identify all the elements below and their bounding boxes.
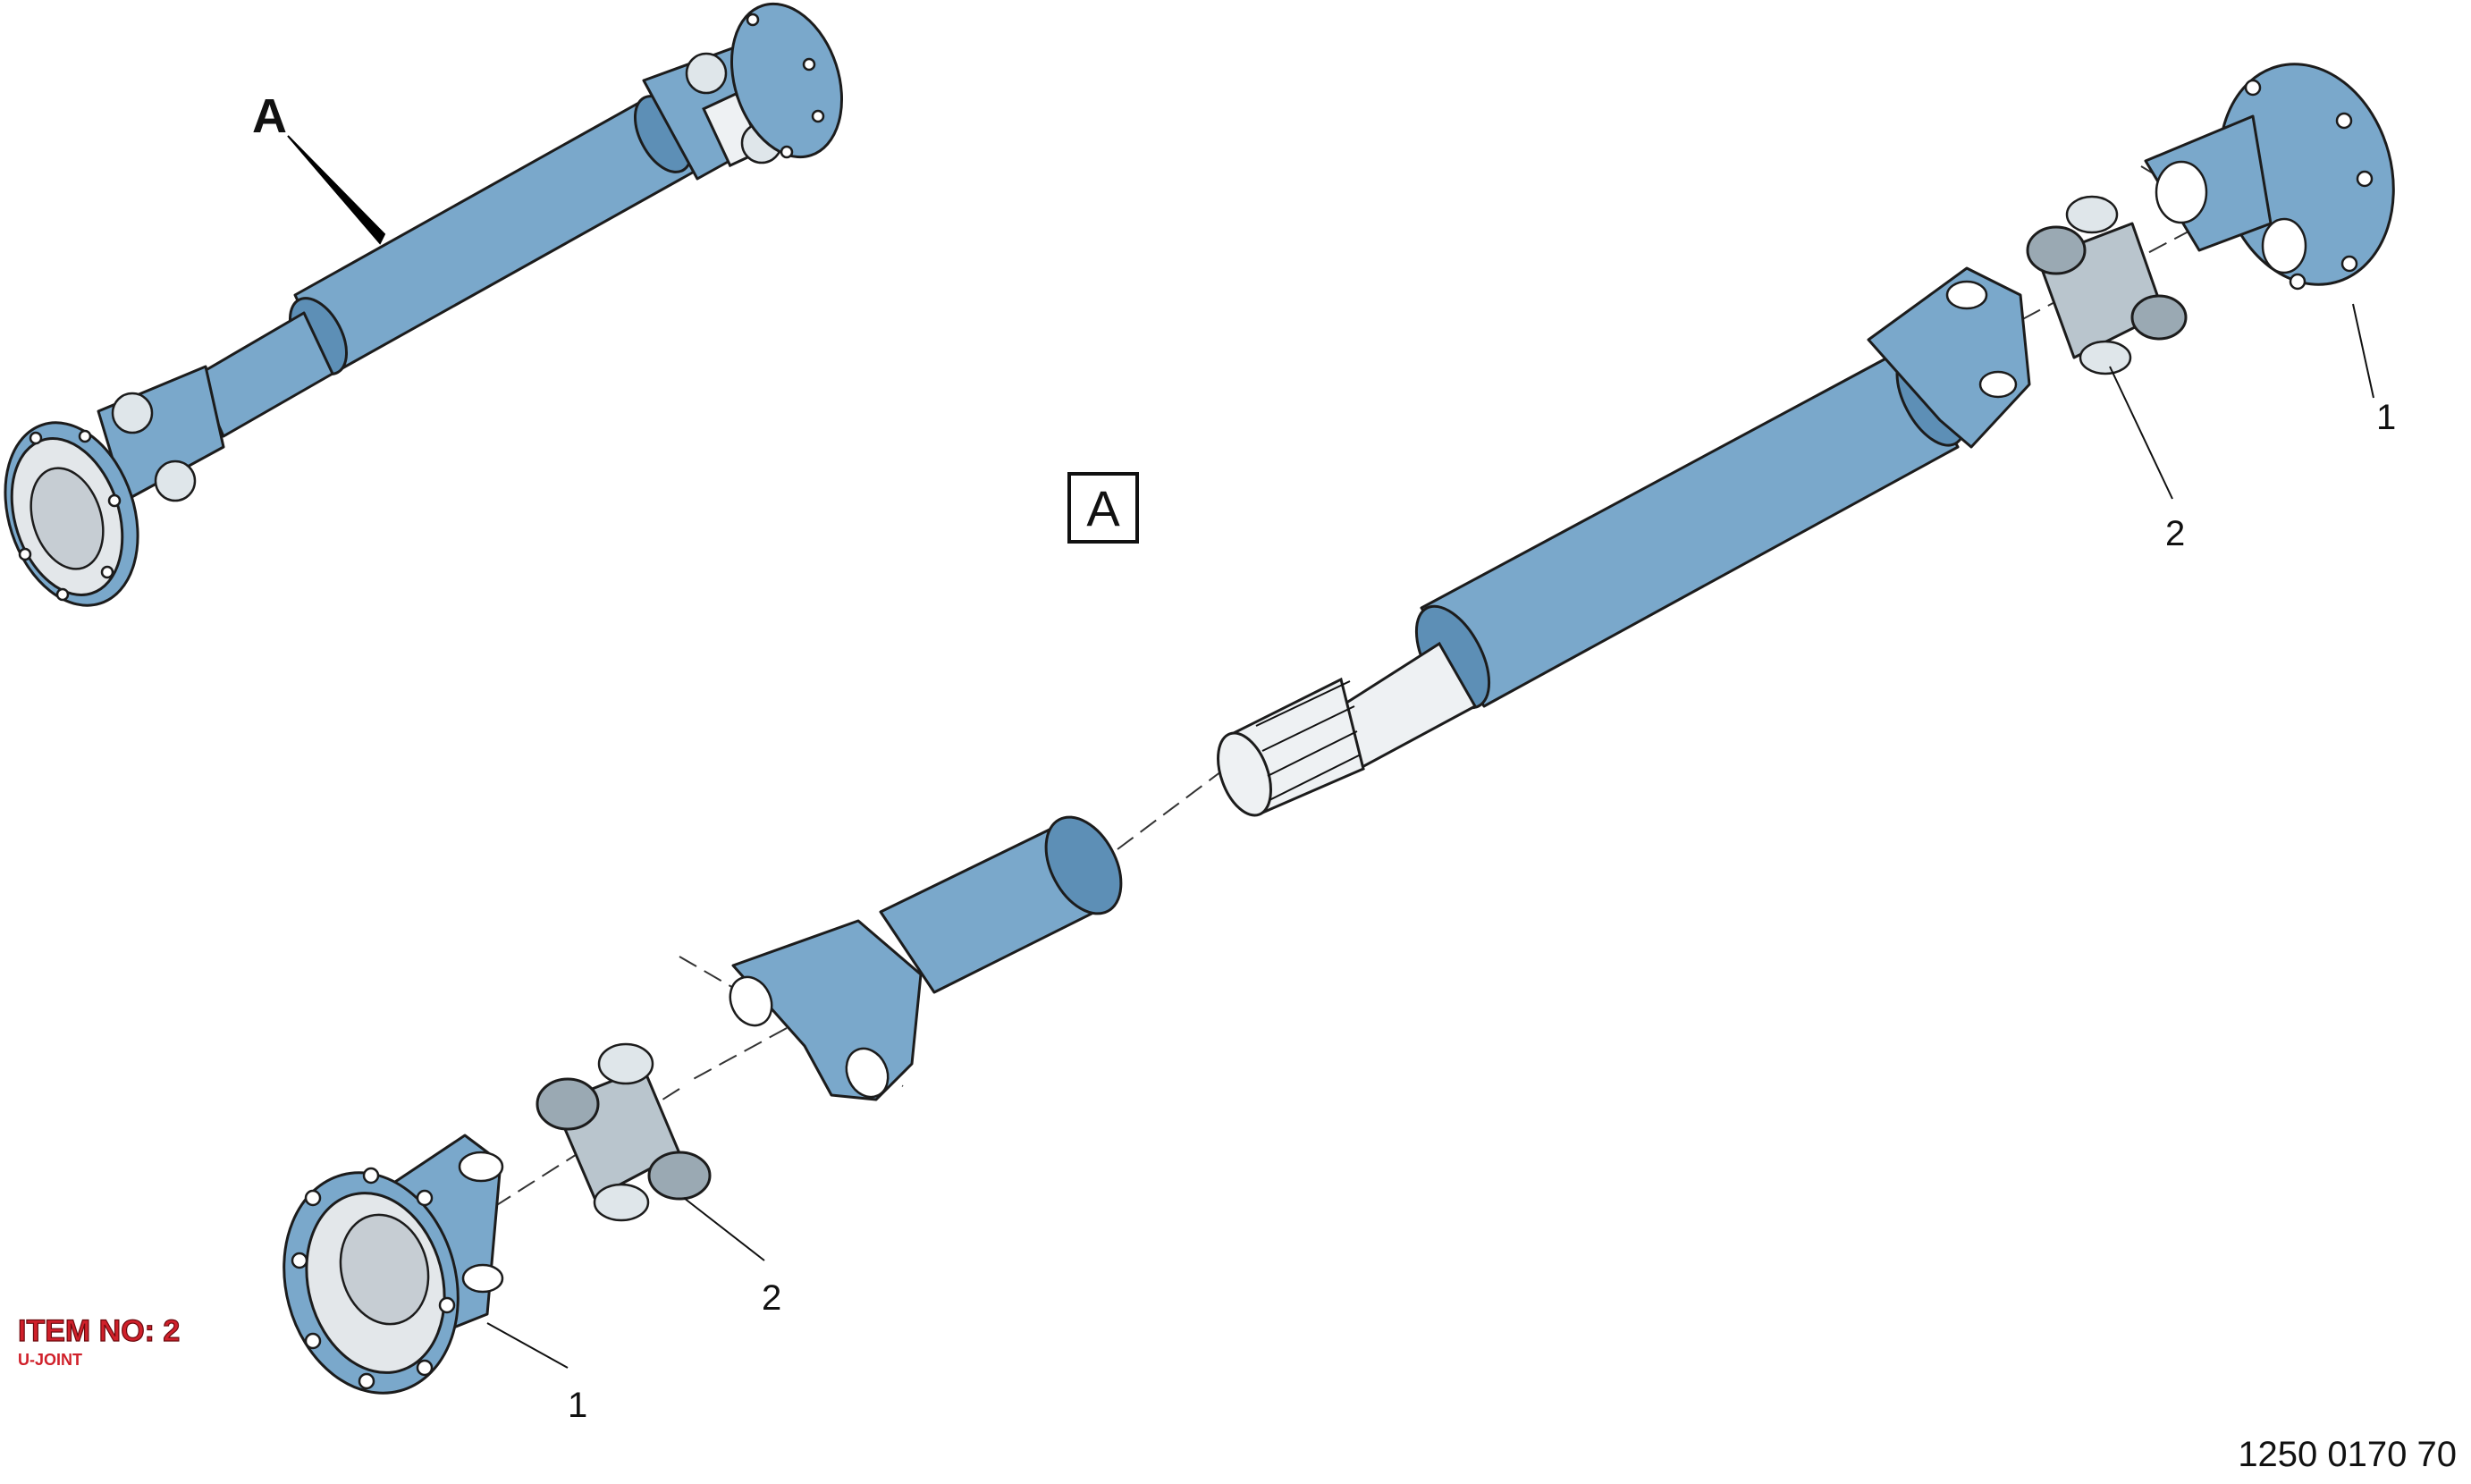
item-number-label: ITEM NO: 2	[18, 1314, 180, 1348]
main-tube	[1339, 266, 2031, 772]
view-arrow-pointer	[287, 135, 386, 245]
view-box-letter: A	[1086, 480, 1120, 536]
upper-flange-yoke	[2144, 63, 2395, 291]
lower-flange-yoke	[283, 1134, 504, 1395]
view-label-box: A	[1067, 472, 1139, 544]
view-arrow-letter: A	[252, 89, 287, 143]
slip-yoke	[729, 815, 1123, 1101]
main-tube-body	[1420, 347, 1960, 708]
assembled-tube	[293, 98, 699, 375]
upper-ujoint-cross	[2026, 195, 2188, 375]
callout-lower-cross: 2	[762, 1278, 781, 1318]
callouts: 1 2 2 1	[486, 303, 2396, 1425]
document-number: 1250 0170 70	[2238, 1435, 2457, 1474]
assembled-drive-shaft	[4, 2, 844, 607]
callout-lower-flange-yoke: 1	[568, 1386, 587, 1425]
item-name-label: U-JOINT	[18, 1351, 82, 1369]
item-label: ITEM NO: 2 U-JOINT	[17, 1313, 181, 1369]
spline-shaft	[1217, 677, 1365, 817]
main-tube-yoke	[1867, 266, 2031, 449]
lower-ujoint-cross	[536, 1042, 712, 1222]
spline-end	[1217, 731, 1272, 817]
callout-upper-cross: 2	[2165, 514, 2185, 553]
callout-upper-flange-yoke: 1	[2376, 398, 2396, 437]
view-arrow: A	[252, 89, 386, 245]
